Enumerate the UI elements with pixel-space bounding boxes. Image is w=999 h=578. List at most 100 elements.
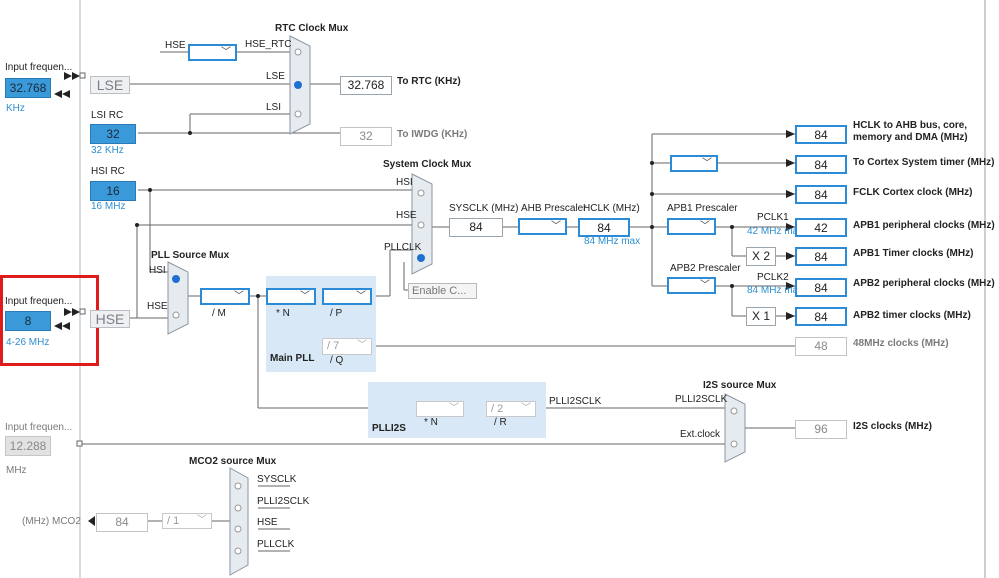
sysclk-field: 84: [449, 218, 503, 237]
mco2-input-plli2sclk: PLLI2SCLK: [257, 496, 310, 507]
ahb-prescaler-select[interactable]: ﹀: [518, 218, 567, 235]
hclk-max-label: 84 MHz max: [584, 236, 641, 247]
hsi-rc-label: HSI RC: [91, 166, 125, 177]
fclk-output-label: FCLK Cortex clock (MHz): [853, 187, 973, 198]
apb2-timer-multiplier: X 1: [746, 307, 776, 326]
pclk1-max-label: 42 MHz max: [747, 226, 804, 237]
cortex-timer-output-label: To Cortex System timer (MHz): [853, 157, 995, 168]
apb1-peripheral-output-field[interactable]: 42: [795, 218, 847, 237]
hse-oscillator: HSE: [90, 310, 130, 328]
apb1-peripheral-output-label: APB1 peripheral clocks (MHz): [853, 220, 995, 231]
apb1-prescaler-label: APB1 Prescaler: [667, 203, 738, 214]
plli2s-r-value: / 2: [491, 403, 504, 415]
lsi-unit: 32 KHz: [91, 145, 124, 156]
rtc-output-field: 32.768: [340, 76, 392, 95]
lsi-rc-label: LSI RC: [91, 110, 124, 121]
apb2-prescaler-select[interactable]: ﹀: [667, 277, 716, 294]
pll-src-hse-label: HSE: [147, 301, 168, 312]
plli2s-n-label: * N: [424, 417, 438, 428]
usb-clock-field: 48: [795, 337, 847, 356]
chevron-down-icon: ﹀: [551, 221, 561, 232]
apb1-timer-output-field[interactable]: 84: [795, 247, 847, 266]
plli2sclk-label: PLLI2SCLK: [549, 396, 602, 407]
lse-unit: KHz: [6, 103, 25, 114]
mco2-divider-value: / 1: [167, 515, 180, 527]
ext-input-field[interactable]: 12.288: [5, 436, 51, 456]
pll-q-select[interactable]: / 7 ﹀: [322, 338, 372, 355]
chevron-down-icon: ﹀: [300, 291, 310, 302]
hsi-rc-field: 16: [90, 181, 136, 201]
apb2-peripheral-output-field[interactable]: 84: [795, 278, 847, 297]
chevron-down-icon: ﹀: [521, 403, 531, 414]
plli2s-n-select[interactable]: ﹀: [416, 401, 464, 417]
hse-input-field[interactable]: 8: [5, 311, 51, 331]
mco2-input-hse: HSE: [257, 517, 278, 528]
pclk1-label: PCLK1: [757, 212, 789, 223]
chevron-down-icon: ﹀: [449, 403, 459, 414]
hclk-output-label: HCLK to AHB bus, core, memory and DMA (M…: [853, 120, 968, 143]
i2s-plli2sclk-label: PLLI2SCLK: [675, 394, 728, 405]
chevron-down-icon: ﹀: [357, 340, 367, 351]
hclk-output-field[interactable]: 84: [795, 125, 847, 144]
chevron-down-icon: ﹀: [700, 221, 710, 232]
mco2-input-sysclk: SYSCLK: [257, 474, 297, 485]
mco2-source-mux-title: MCO2 source Mux: [189, 456, 277, 467]
chevron-down-icon: ﹀: [234, 291, 244, 302]
iwdg-output-label: To IWDG (KHz): [397, 129, 468, 140]
pll-m-label: / M: [212, 308, 226, 319]
i2s-output-field: 96: [795, 420, 847, 439]
i2s-output-label: I2S clocks (MHz): [853, 421, 932, 432]
usb-clock-label: 48MHz clocks (MHz): [853, 338, 949, 349]
cortex-timer-output-field[interactable]: 84: [795, 155, 847, 174]
cortex-timer-divider-select[interactable]: ﹀: [670, 155, 718, 172]
lsi-rc-field: 32: [90, 124, 136, 144]
hse-range: 4-26 MHz: [6, 337, 50, 348]
apb1-prescaler-select[interactable]: ﹀: [667, 218, 716, 235]
plli2s-r-select[interactable]: / 2 ﹀: [486, 401, 536, 417]
hclk-label: HCLK (MHz): [583, 203, 640, 214]
pclk2-max-label: 84 MHz max: [747, 285, 804, 296]
pll-n-select[interactable]: ﹀: [266, 288, 316, 305]
sys-mux-hse-label: HSE: [396, 210, 417, 221]
lse-oscillator: LSE: [90, 76, 130, 94]
iwdg-output-field: 32: [340, 127, 392, 146]
hsi-unit: 16 MHz: [91, 201, 126, 212]
apb2-prescaler-label: APB2 Prescaler: [670, 263, 741, 274]
hclk-input-field[interactable]: 84: [578, 218, 630, 237]
mco2-divider-select[interactable]: / 1 ﹀: [162, 513, 212, 529]
pll-q-label: / Q: [330, 355, 344, 366]
chevron-down-icon: ﹀: [197, 515, 207, 526]
hse-input-label: Input frequen...: [5, 296, 73, 307]
mco2-input-pllclk: PLLCLK: [257, 539, 295, 550]
lse-input-field[interactable]: 32.768: [5, 78, 51, 98]
i2s-ext-clock-label: Ext.clock: [680, 429, 721, 440]
sys-mux-pllclk-label: PLLCLK: [384, 242, 422, 253]
rtc-lse-label: LSE: [266, 71, 285, 82]
rtc-hse-rtc-label: HSE_RTC: [245, 39, 292, 50]
pll-p-label: / P: [330, 308, 343, 319]
hse-rtc-divider-select[interactable]: ﹀: [188, 44, 237, 61]
i2s-source-mux-title: I2S source Mux: [703, 380, 777, 391]
ext-unit: MHz: [6, 465, 27, 476]
enable-css-button[interactable]: Enable C...: [408, 283, 477, 299]
pll-q-value: / 7: [327, 340, 340, 352]
apb2-timer-output-field[interactable]: 84: [795, 307, 847, 326]
sys-mux-hsi-label: HSI: [396, 177, 413, 188]
pll-source-mux-title: PLL Source Mux: [151, 250, 230, 261]
chevron-down-icon: ﹀: [356, 291, 366, 302]
mco2-output-label: (MHz) MCO2: [22, 516, 81, 527]
rtc-lsi-label: LSI: [266, 102, 282, 113]
system-clock-mux-title: System Clock Mux: [383, 159, 472, 170]
pll-src-hsi-label: HSI: [149, 265, 166, 276]
chevron-down-icon: ﹀: [221, 47, 231, 58]
apb1-timer-multiplier: X 2: [746, 247, 776, 266]
pll-m-select[interactable]: ﹀: [200, 288, 250, 305]
chevron-down-icon: ﹀: [700, 280, 710, 291]
fclk-output-field[interactable]: 84: [795, 185, 847, 204]
pll-p-select[interactable]: ﹀: [322, 288, 372, 305]
rtc-hse-label: HSE: [165, 40, 186, 51]
apb2-peripheral-output-label: APB2 peripheral clocks (MHz): [853, 278, 995, 289]
chevron-down-icon: ﹀: [702, 158, 712, 169]
sysclk-label: SYSCLK (MHz): [449, 203, 519, 214]
